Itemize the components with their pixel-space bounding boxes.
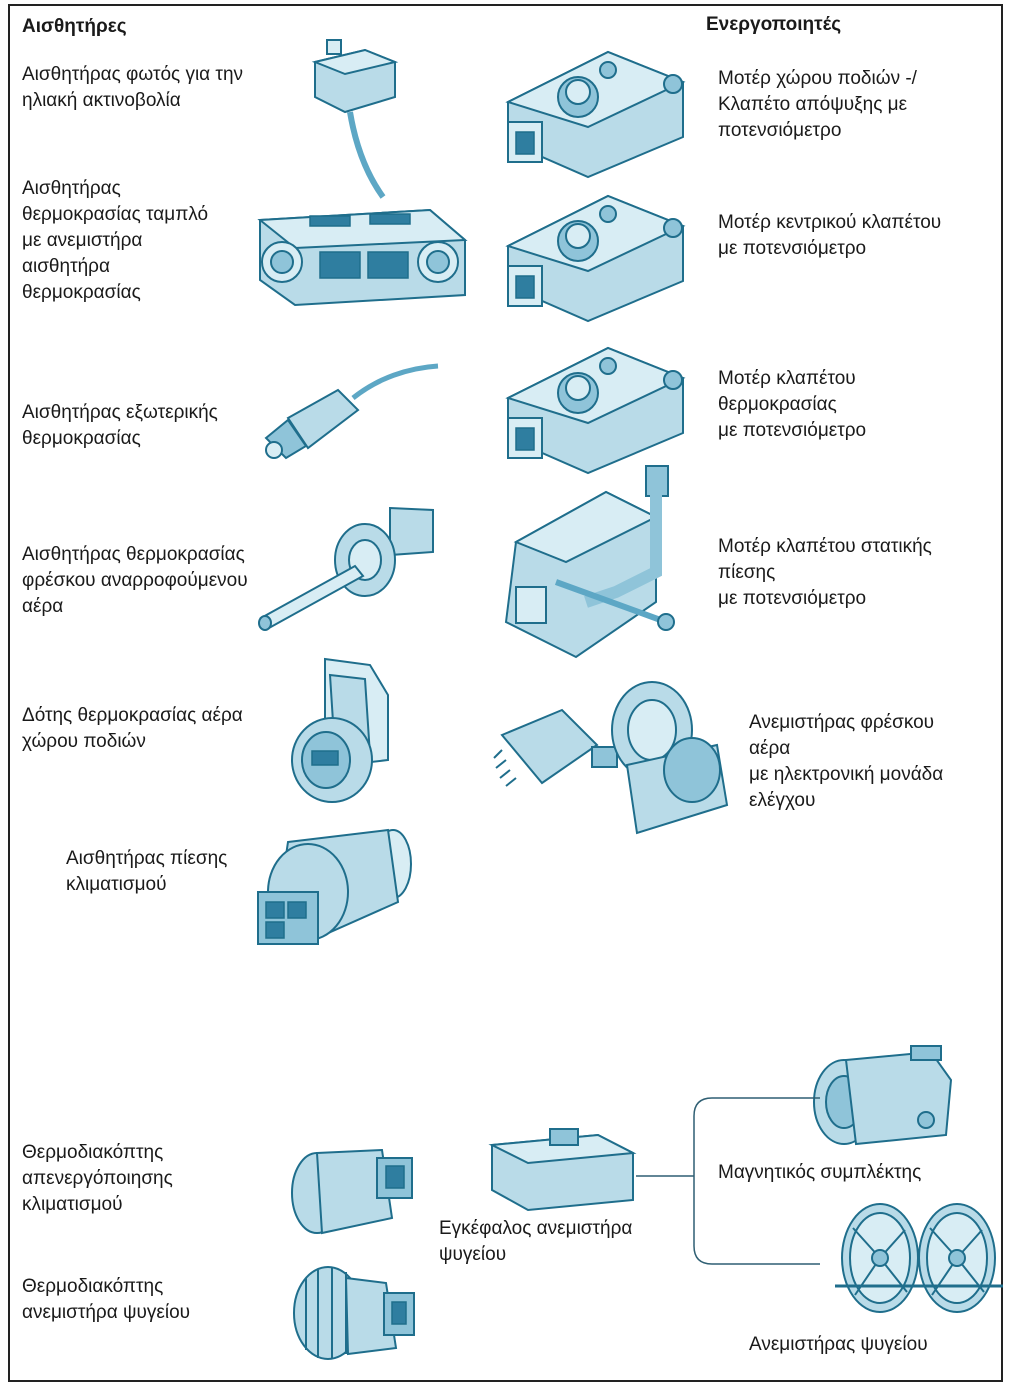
- actuators-heading: Ενεργοποιητές: [706, 14, 842, 35]
- label-radiator-fan-ecu: Εγκέφαλος ανεμιστήρα ψυγείου: [439, 1218, 633, 1265]
- label-radiator-fan: Ανεμιστήρας ψυγείου: [749, 1334, 928, 1355]
- outside-temperature-sensor-icon: [264, 363, 439, 460]
- diagram-frame: [8, 4, 1003, 1382]
- radiator-fans-icon: [835, 1203, 1003, 1313]
- label-magnetic-clutch: Μαγνητικός συμπλέκτης: [718, 1162, 922, 1183]
- sensor-label-footwell-temp: Δότης θερμοκρασίας αέρα χώρου ποδιών: [22, 705, 243, 752]
- footwell-flap-motor-icon: [505, 50, 686, 179]
- sensor-label-dashboard-temp: Αισθητήρας θερμοκρασίας ταμπλό με ανεμισ…: [22, 178, 209, 303]
- actuator-label-temp-motor: Μοτέρ κλαπέτου θερμοκρασίας με ποτενσιόμ…: [718, 368, 867, 441]
- actuator-label-footwell-motor: Μοτέρ χώρου ποδιών -/ Κλαπέτο απόψυξης μ…: [718, 68, 917, 141]
- sunlight-sensor-icon: [311, 39, 399, 199]
- magnetic-clutch-compressor-icon: [813, 1045, 953, 1146]
- fresh-air-blower-icon: [493, 681, 729, 835]
- actuator-label-central-motor: Μοτέρ κεντρικού κλαπέτου με ποτενσιόμετρ…: [718, 212, 942, 259]
- sensor-label-ac-pressure: Αισθητήρας πίεσης κλιματισμού: [66, 848, 228, 895]
- ac-cutoff-thermoswitch-icon: [291, 1148, 413, 1235]
- dashboard-temperature-sensor-icon: [257, 208, 468, 307]
- label-ac-cutoff-switch: Θερμοδιακόπτης απενεργόποιησης κλιματισμ…: [22, 1142, 173, 1215]
- sensor-label-outside-temp: Αισθητήρας εξωτερικής θερμοκρασίας: [22, 402, 218, 449]
- static-pressure-flap-motor-icon: [504, 465, 675, 659]
- ac-pressure-sensor-icon: [257, 828, 412, 945]
- connection-bracket: [636, 1097, 820, 1265]
- label-radiator-fan-switch: Θερμοδιακόπτης ανεμιστήρα ψυγείου: [22, 1276, 191, 1323]
- radiator-fan-thermoswitch-icon: [293, 1266, 415, 1360]
- actuator-label-static-motor: Μοτέρ κλαπέτου στατικής πίεσης με ποτενσ…: [718, 536, 932, 609]
- temperature-flap-motor-icon: [505, 346, 686, 475]
- sensors-heading: Αισθητήρες: [22, 16, 127, 37]
- actuator-label-fresh-blower: Ανεμιστήρας φρέσκου αέρα με ηλεκτρονική …: [749, 712, 944, 811]
- central-flap-motor-icon: [505, 194, 686, 323]
- sensor-label-intake-air-temp: Αισθητήρας θερμοκρασίας φρέσκου αναρροφο…: [22, 544, 248, 617]
- radiator-fan-control-unit-icon: [488, 1128, 637, 1212]
- intake-air-temperature-sensor-icon: [258, 506, 434, 631]
- footwell-air-temperature-sender-icon: [291, 657, 389, 803]
- sensor-label-sunlight: Αισθητήρας φωτός για την ηλιακή ακτινοβο…: [22, 64, 244, 111]
